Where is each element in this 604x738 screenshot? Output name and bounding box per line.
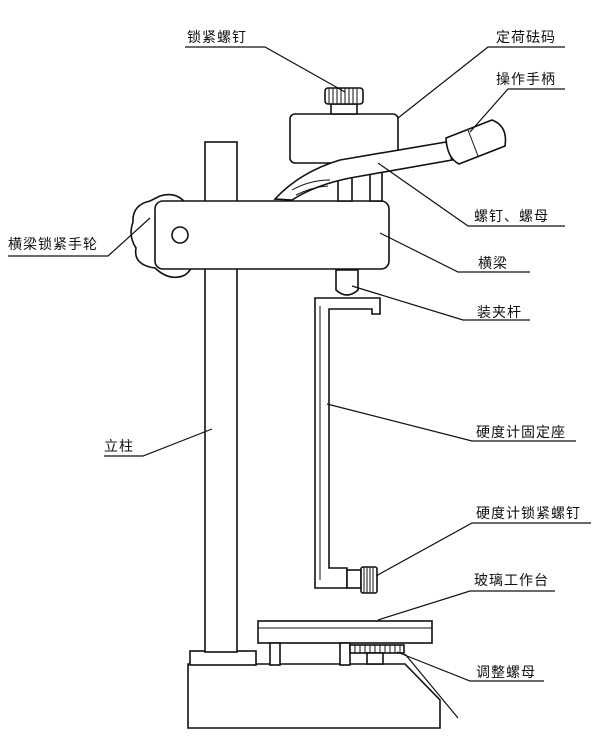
label-gauge-mount: 硬度计固定座 (476, 425, 566, 441)
beam (130, 193, 390, 279)
label-gauge-lock-screw: 硬度计锁紧螺钉 (476, 506, 581, 522)
gauge-lock-screw (360, 566, 378, 594)
glass-worktable (257, 620, 433, 666)
label-load-weight: 定荷砝码 (496, 30, 556, 46)
gauge-mount (314, 297, 381, 594)
label-column: 立柱 (104, 439, 134, 455)
label-screw-nut: 螺钉、螺母 (474, 209, 549, 225)
clamp-rod (335, 269, 359, 296)
labels: 锁紧螺钉 定荷砝码 操作手柄 螺钉、螺母 横梁锁紧手轮 横梁 装夹杆 立柱 硬度… (8, 30, 581, 681)
load-weight (289, 87, 399, 164)
base (187, 650, 441, 729)
adjust-nut (349, 644, 405, 654)
operating-handle (273, 119, 507, 201)
label-lock-screw: 锁紧螺钉 (187, 30, 247, 46)
label-clamp-rod: 装夹杆 (477, 305, 522, 321)
label-adjust-nut: 调整螺母 (476, 665, 536, 681)
label-beam: 横梁 (478, 256, 508, 272)
label-glass-worktable: 玻璃工作台 (474, 572, 549, 589)
label-beam-handwheel: 横梁锁紧手轮 (8, 237, 98, 253)
label-operating-handle: 操作手柄 (496, 72, 556, 88)
leader-lines (8, 46, 591, 719)
